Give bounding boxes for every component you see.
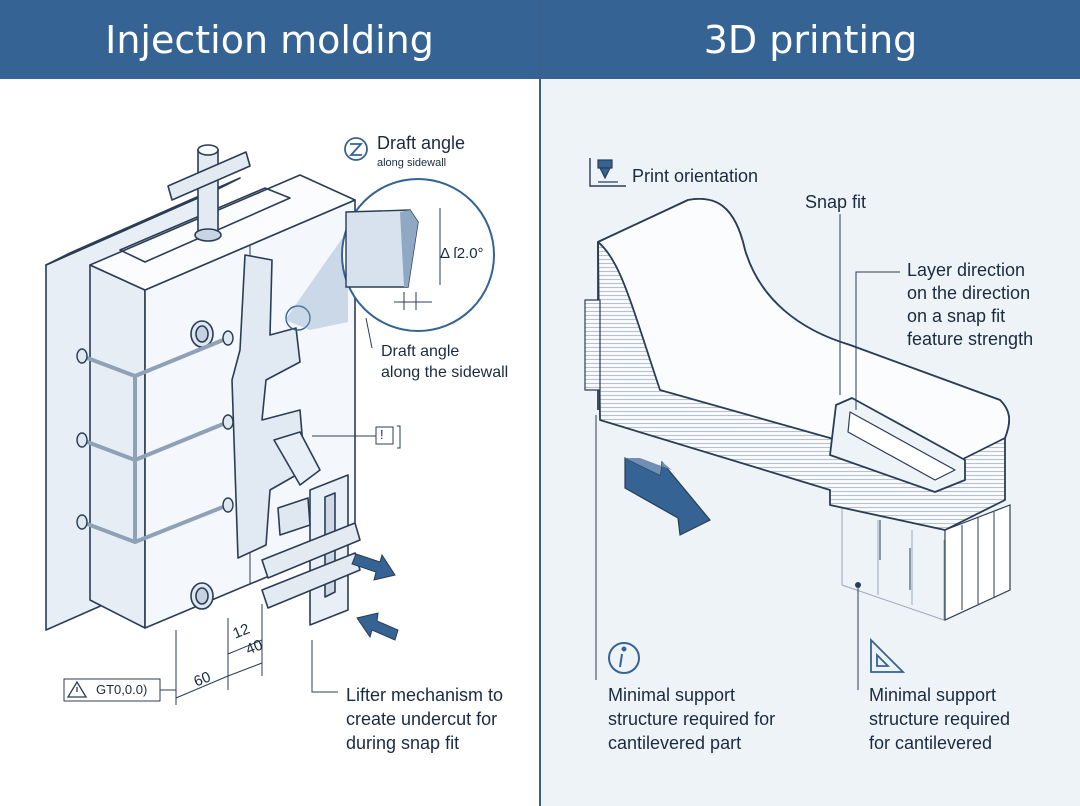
draft-angle-magnifier bbox=[285, 178, 495, 332]
printed-part bbox=[584, 198, 1011, 531]
panel-divider bbox=[539, 0, 541, 806]
draft-label-line-1: Draft angle bbox=[381, 343, 460, 360]
orientation-arrow bbox=[624, 457, 711, 536]
support-left-line-1: Minimal support bbox=[608, 685, 736, 705]
support-structure bbox=[841, 504, 1011, 621]
leader-lines-right bbox=[595, 214, 900, 690]
support-right-line-2: structure required bbox=[869, 709, 1011, 729]
support-right-line-3: for cantilevered bbox=[869, 733, 993, 753]
mold-assembly bbox=[45, 144, 361, 631]
warning-triangle-icon bbox=[66, 680, 88, 698]
sprue-stem bbox=[197, 149, 219, 236]
lifter-label-line-3: during snap fit bbox=[346, 733, 460, 753]
support-left-line-2: structure required for bbox=[608, 709, 776, 729]
warning-box-label: ! bbox=[380, 427, 384, 442]
cooling-line-fittings bbox=[76, 330, 234, 530]
print-head-icon bbox=[589, 158, 626, 187]
support-left-line-3: cantilevered part bbox=[608, 733, 742, 753]
draft-angle-value: Δ ſ2.0° bbox=[440, 245, 484, 262]
support-right-line-1: Minimal support bbox=[869, 685, 997, 705]
mold-cavity bbox=[231, 254, 306, 559]
lifter-mechanism bbox=[261, 431, 361, 626]
layer-direction-line-2: on the direction bbox=[907, 283, 1031, 303]
set-square-icon bbox=[870, 637, 906, 673]
lifter-label-line-2: create undercut for bbox=[346, 709, 498, 729]
print-orientation-label: Print orientation bbox=[632, 166, 759, 186]
lifter-label-line-1: Lifter mechanism to bbox=[346, 685, 504, 705]
printed-part-top bbox=[597, 198, 1011, 469]
info-icon bbox=[608, 642, 640, 674]
draft-angle-icon bbox=[344, 137, 368, 161]
header-3d-printing: 3D printing bbox=[541, 0, 1080, 79]
layer-direction-line-4: feature strength bbox=[907, 329, 1034, 349]
lifter-arrows bbox=[351, 553, 399, 641]
draft-callout-subtitle: along sidewall bbox=[377, 157, 447, 169]
draft-callout-title: Draft angle bbox=[377, 133, 466, 153]
cooling-lines bbox=[81, 336, 229, 544]
snap-fit-label: Snap fit bbox=[805, 192, 867, 212]
layer-direction-line-3: on a snap fit bbox=[907, 306, 1006, 326]
leader-lines-left bbox=[63, 317, 401, 705]
tolerance-box-label: GT0,0.0) bbox=[96, 682, 148, 697]
mold-top-face bbox=[89, 174, 356, 291]
layer-direction-line-1: Layer direction bbox=[907, 260, 1026, 280]
draft-label-line-2: along the sidewall bbox=[381, 364, 509, 381]
sprue-handle bbox=[167, 151, 251, 201]
header-injection-molding: Injection molding bbox=[0, 0, 539, 79]
